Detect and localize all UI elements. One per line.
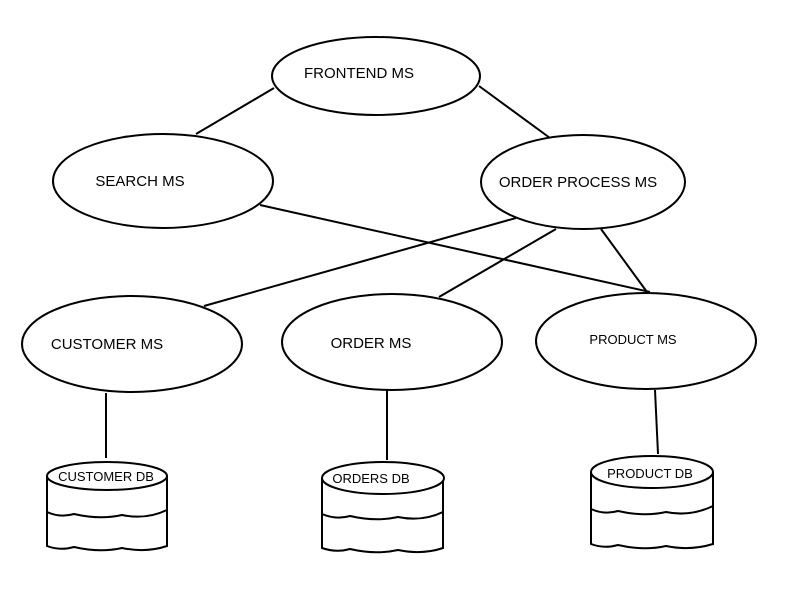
edge-order-process-product [600,228,648,293]
db-cylinder-band [46,509,168,519]
node-ellipse [271,36,481,116]
db-customer: CUSTOMER DB [46,461,168,552]
db-product: PRODUCT DB [590,455,714,550]
node-label: CUSTOMER MS [51,336,163,353]
db-cylinder-body [590,472,714,550]
node-order-ms: ORDER MS [281,293,503,391]
node-ellipse [281,293,503,391]
node-ellipse [535,292,757,390]
edge-order-process-order [438,228,557,298]
edge-frontend-order-process [478,85,551,139]
db-label: CUSTOMER DB [58,469,154,484]
db-cylinder-top [590,455,714,489]
db-label: ORDERS DB [332,471,409,486]
node-ellipse [52,133,274,229]
node-product-ms: PRODUCT MS [535,292,757,390]
connections [105,85,659,460]
db-cylinder-top [321,461,445,495]
db-cylinder-band [321,511,444,521]
edge-frontend-search [195,87,275,135]
node-customer-ms: CUSTOMER MS [21,295,243,393]
db-orders: ORDERS DB [321,461,445,554]
node-frontend-ms: FRONTEND MS [271,36,481,116]
edge-search-product [259,204,651,293]
db-label: PRODUCT DB [607,466,693,481]
node-label: ORDER MS [331,335,412,352]
node-ellipse [21,295,243,393]
node-label: ORDER PROCESS MS [499,174,657,191]
edge-order-process-customer [203,217,517,307]
node-ellipse [480,134,686,230]
node-search-ms: SEARCH MS [52,133,274,229]
node-label: FRONTEND MS [304,65,414,82]
node-order-process-ms: ORDER PROCESS MS [480,134,686,230]
db-cylinder-band [590,505,714,516]
edge-product-db [654,389,659,455]
node-label: PRODUCT MS [589,332,676,347]
node-label: SEARCH MS [95,173,184,190]
db-cylinder-top [46,461,168,491]
db-cylinder-body [321,478,444,554]
db-cylinder-body [46,476,168,552]
